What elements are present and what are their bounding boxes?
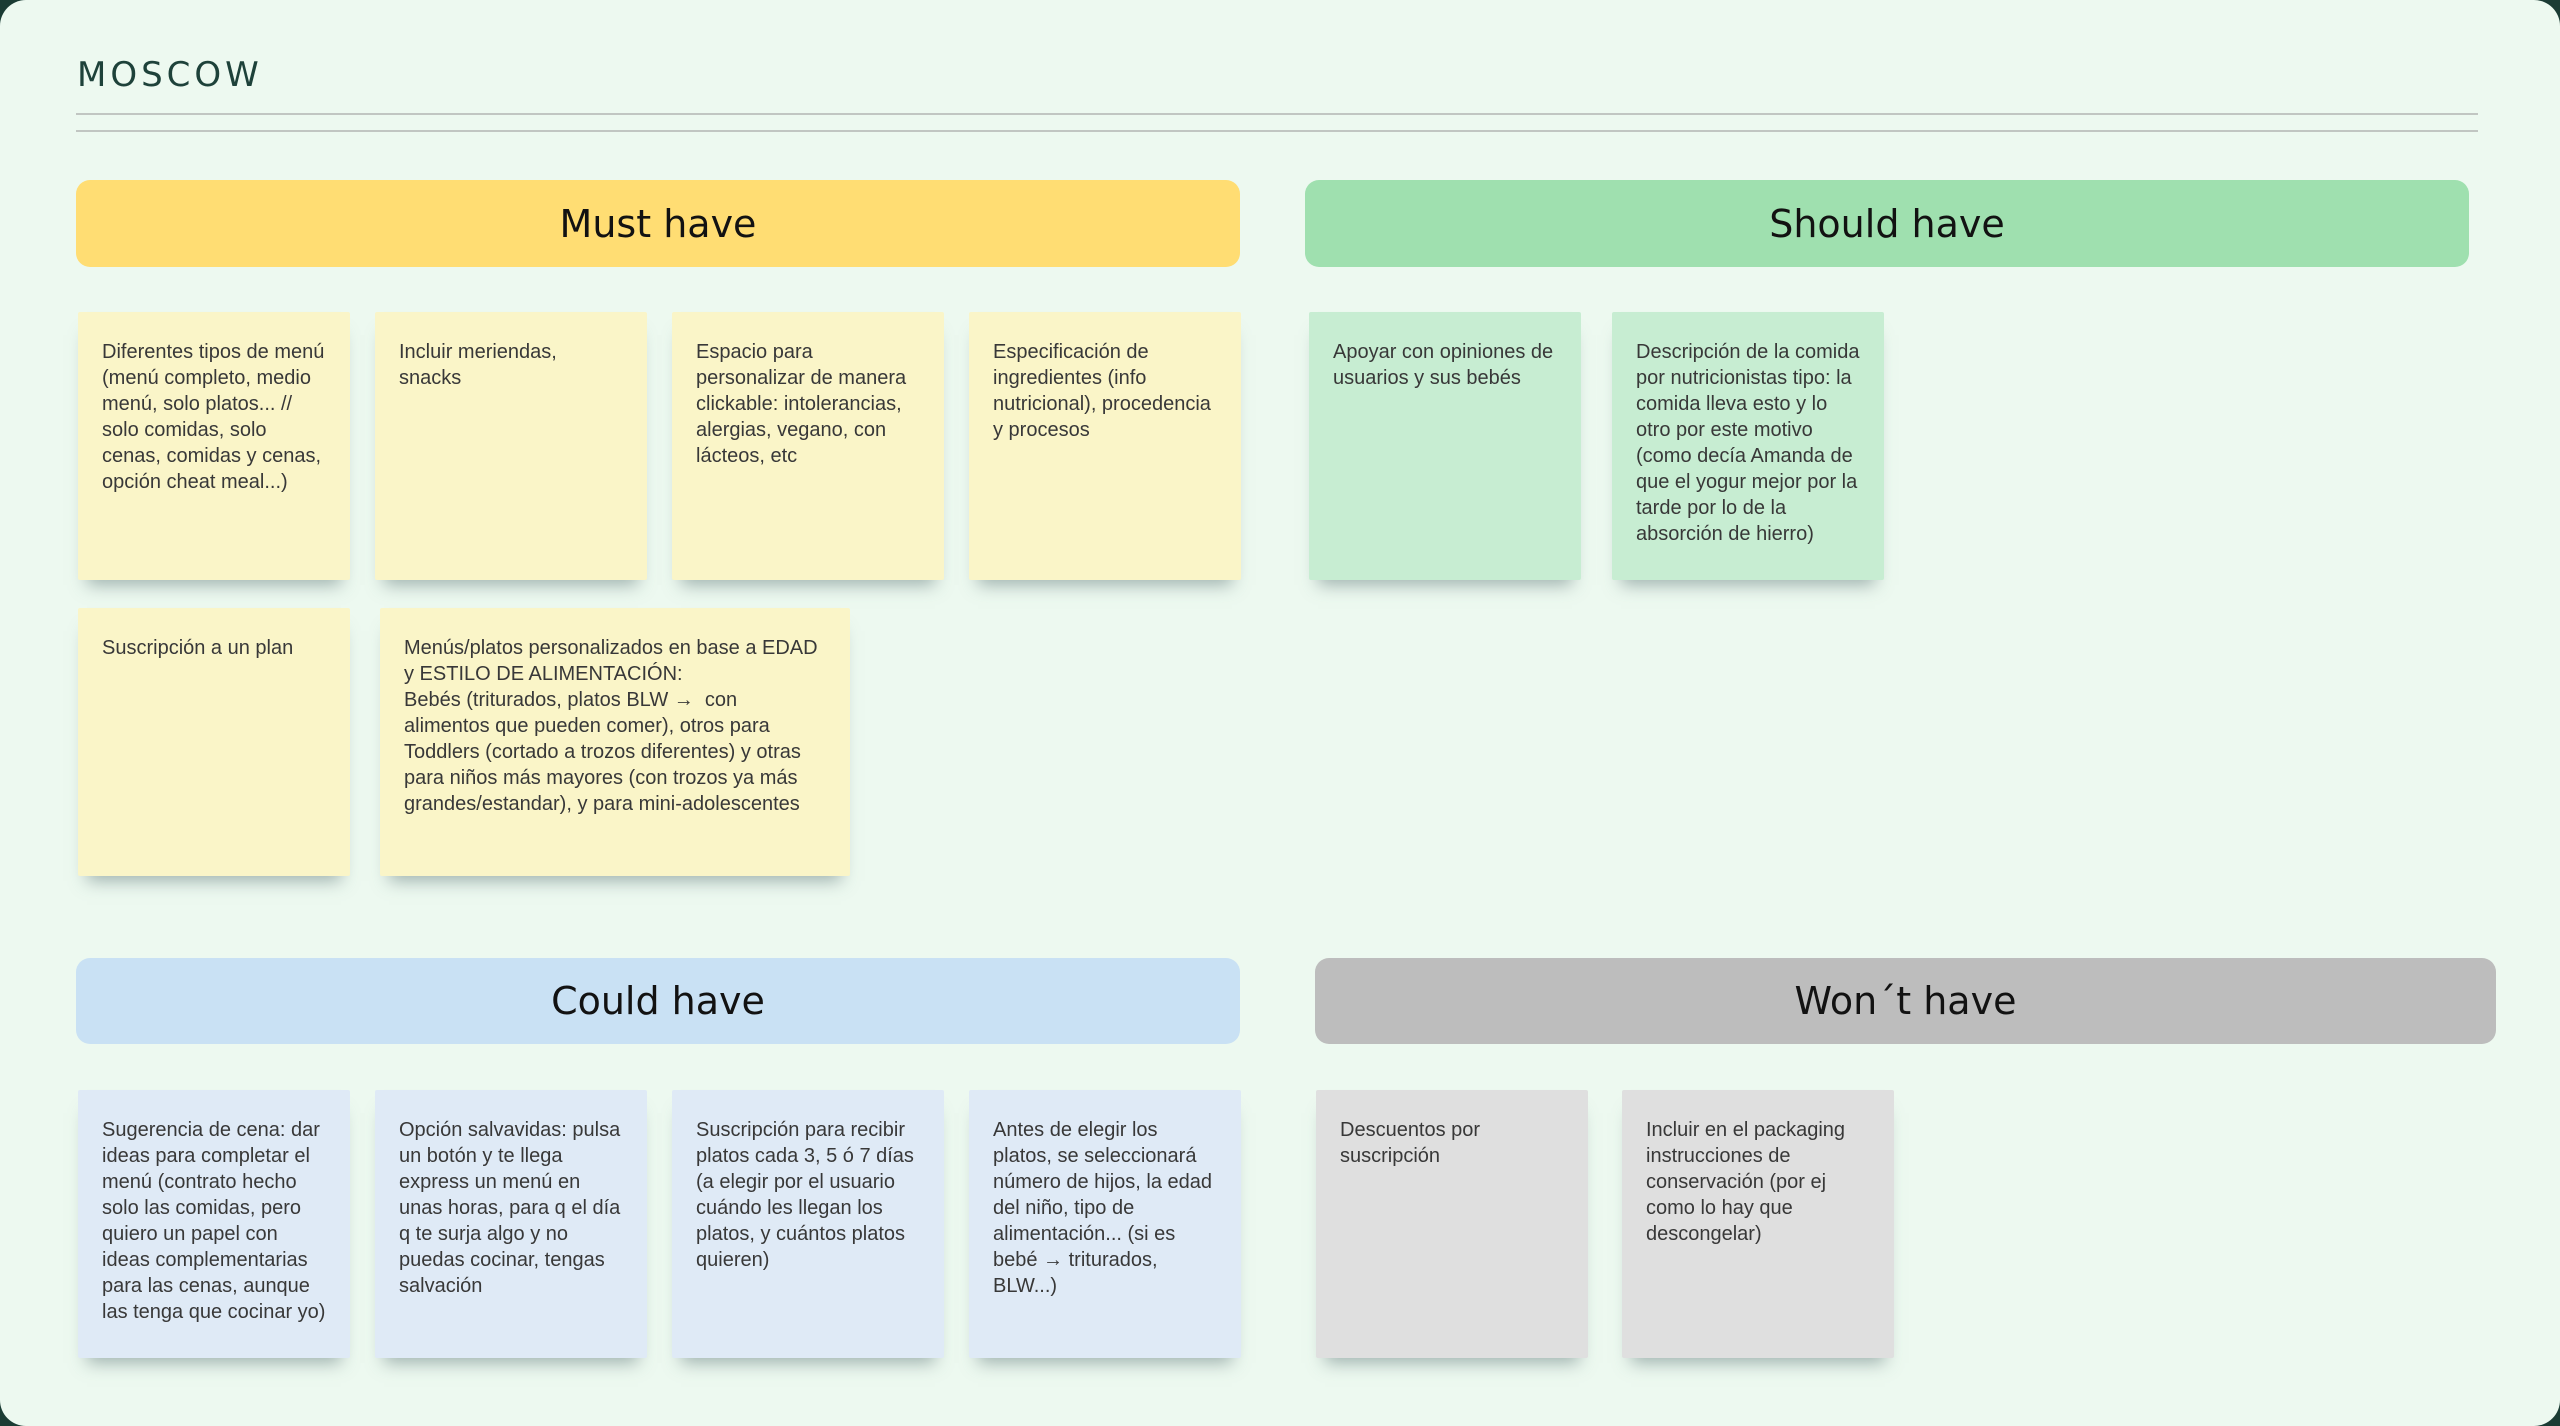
- section-header-must-have[interactable]: Must have: [76, 180, 1240, 267]
- sticky-note-wont-discounts[interactable]: Descuentos por suscripción: [1316, 1090, 1588, 1358]
- page-title[interactable]: MOSCOW: [77, 55, 263, 95]
- sticky-note-could-lifesaver-option[interactable]: Opción salvavidas: pulsa un botón y te l…: [375, 1090, 647, 1358]
- sticky-note-must-snacks[interactable]: Incluir meriendas, snacks: [375, 312, 647, 580]
- sticky-note-must-age-based-menus[interactable]: Menús/platos personalizados en base a ED…: [380, 608, 850, 876]
- sticky-note-could-delivery-frequency[interactable]: Suscripción para recibir platos cada 3, …: [672, 1090, 944, 1358]
- sticky-note-must-subscription[interactable]: Suscripción a un plan: [78, 608, 350, 876]
- section-header-wont-have[interactable]: Won´t have: [1315, 958, 2496, 1044]
- title-divider-line-bottom: [76, 130, 2478, 132]
- section-header-should-have[interactable]: Should have: [1305, 180, 2469, 267]
- sticky-note-must-ingredients[interactable]: Especificación de ingredientes (info nut…: [969, 312, 1241, 580]
- sticky-note-must-menu-types[interactable]: Diferentes tipos de menú (menú completo,…: [78, 312, 350, 580]
- section-header-could-have[interactable]: Could have: [76, 958, 1240, 1044]
- sticky-note-should-nutritionist-description[interactable]: Descripción de la comida por nutricionis…: [1612, 312, 1884, 580]
- sticky-note-should-user-opinions[interactable]: Apoyar con opiniones de usuarios y sus b…: [1309, 312, 1581, 580]
- sticky-note-wont-packaging-instructions[interactable]: Incluir en el packaging instrucciones de…: [1622, 1090, 1894, 1358]
- sticky-note-must-personalization[interactable]: Espacio para personalizar de manera clic…: [672, 312, 944, 580]
- sticky-note-could-children-selection[interactable]: Antes de elegir los platos, se seleccion…: [969, 1090, 1241, 1358]
- sticky-note-could-dinner-suggestion[interactable]: Sugerencia de cena: dar ideas para compl…: [78, 1090, 350, 1358]
- title-divider-line-top: [76, 113, 2478, 115]
